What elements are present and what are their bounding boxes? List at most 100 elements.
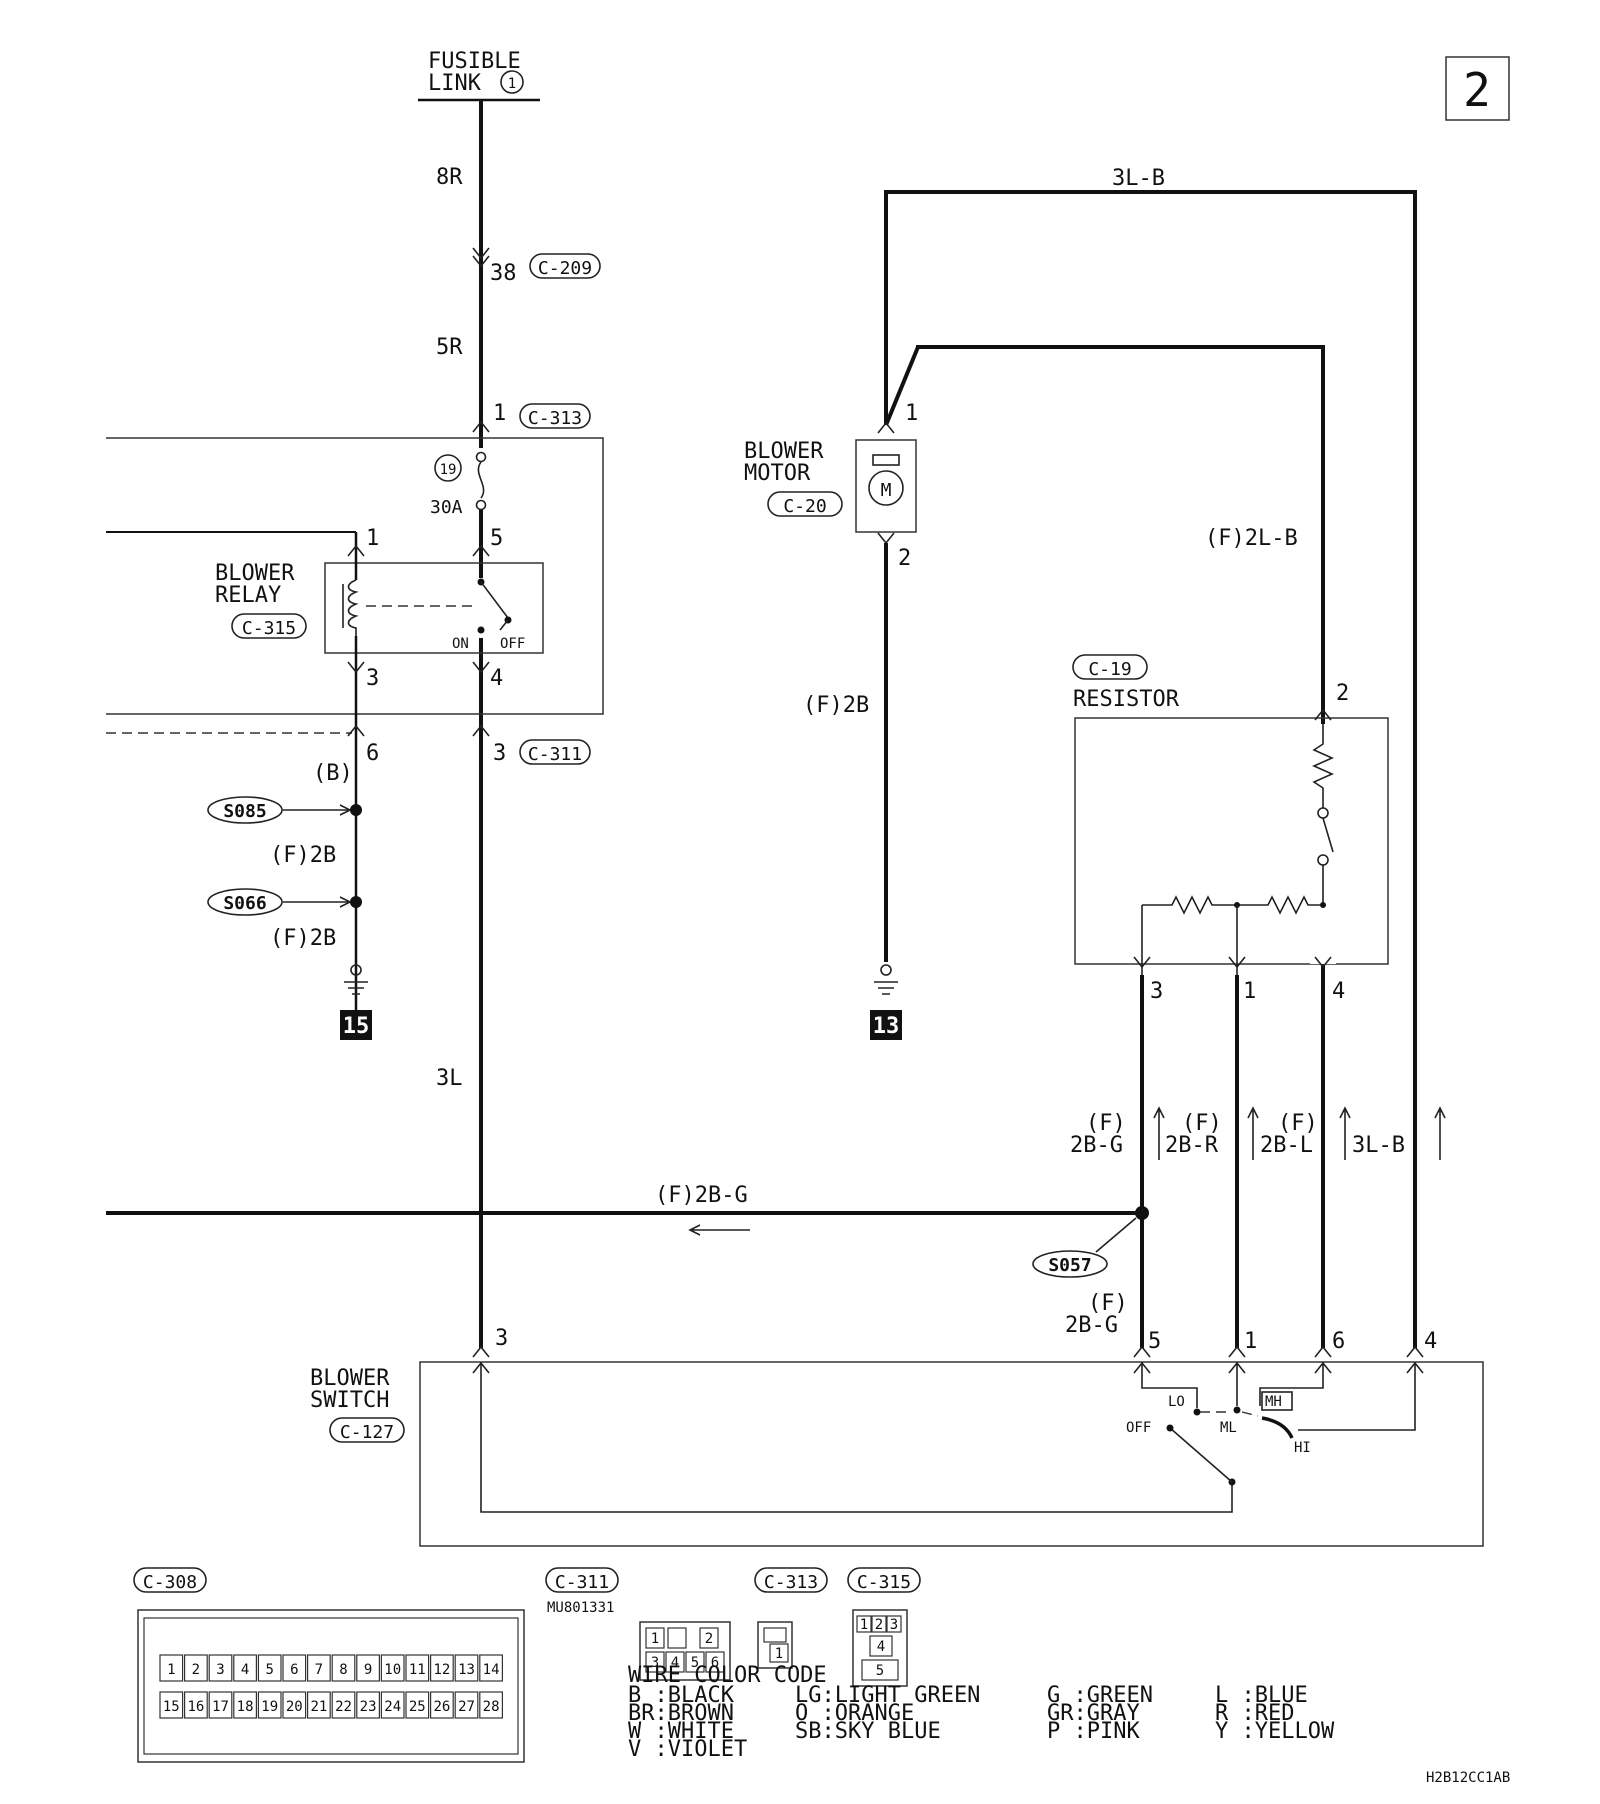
current-arrow-left — [688, 1224, 750, 1236]
c315-pin-label: 4 — [877, 1639, 885, 1655]
connector-tag-c308 — [133, 1567, 207, 1593]
c308-pin-label: 21 — [310, 1699, 327, 1715]
thermal-resistor-icon — [1312, 724, 1334, 808]
connector-c209: C-209 — [538, 258, 592, 279]
blower-motor-label: BLOWER — [744, 439, 824, 464]
ground-terminal-13 — [880, 964, 892, 976]
wire-label-f2br-f: (F) — [1182, 1111, 1222, 1136]
wire-label-f2b-motor: (F)2B — [803, 693, 869, 718]
c308-pin-label: 4 — [241, 1662, 249, 1678]
c311-pin-label: 3 — [651, 1655, 659, 1671]
c308-pin-label: 11 — [409, 1662, 426, 1678]
blower-relay-label: BLOWER — [215, 561, 295, 586]
c313-latch — [763, 1627, 787, 1643]
arrow-c313-1 — [472, 420, 490, 433]
pin-motor-2: 2 — [898, 546, 911, 571]
fusible-link-number-circle — [500, 70, 524, 94]
c313-pin-cell — [769, 1643, 789, 1663]
switch-ml-label: ML — [1220, 1420, 1237, 1436]
c308-pin-cell — [159, 1691, 184, 1719]
wire-label-f2bg-v: 2B-G — [1070, 1133, 1123, 1158]
c315-pin-label: 2 — [875, 1617, 883, 1633]
wire-label-f2bl: 2B-L — [1260, 1133, 1313, 1158]
connector-c313-face: C-313 — [764, 1572, 818, 1593]
c308-pin-cell — [405, 1654, 430, 1682]
c308-pin-cell — [208, 1691, 233, 1719]
switch-contact-lo — [1193, 1408, 1201, 1416]
connector-c308: C-308 — [143, 1572, 197, 1593]
connector-c20: C-20 — [783, 496, 826, 517]
splice-tag-s085 — [207, 796, 283, 824]
c308-pin-label: 18 — [237, 1699, 254, 1715]
relay-contact-on — [477, 626, 485, 634]
pin-sw-1: 1 — [1244, 1329, 1257, 1354]
connector-c311: C-311 — [528, 744, 582, 765]
current-arrow-3 — [1339, 1106, 1351, 1160]
c308-pin-label: 12 — [433, 1662, 450, 1678]
c311-pin-cell — [645, 1651, 665, 1673]
switch-internal-6 — [1259, 1363, 1324, 1406]
c308-pin-label: 7 — [315, 1662, 323, 1678]
blower-switch-label-2: SWITCH — [310, 1388, 389, 1413]
fuse-rating: 30A — [430, 497, 463, 518]
c308-pin-label: 16 — [187, 1699, 204, 1715]
c308-pin-cell — [331, 1654, 356, 1682]
c308-pin-cell — [233, 1654, 258, 1682]
fuse-number: 19 — [440, 462, 457, 478]
wire-motor-top-link — [884, 346, 920, 426]
splice-dot-s066 — [350, 896, 362, 908]
c315-pin-label: 3 — [890, 1617, 898, 1633]
c308-pin-label: 25 — [409, 1699, 426, 1715]
fusible-link-label-2: LINK — [428, 71, 482, 96]
connector-c315: C-315 — [242, 618, 296, 639]
c308-pin-label: 24 — [384, 1699, 401, 1715]
switch-contact-ml — [1233, 1406, 1241, 1414]
c315-pin-cell — [869, 1635, 893, 1657]
relay-coil-icon — [347, 579, 359, 636]
wire-color-code-entry: BR:BROWN — [628, 1701, 734, 1726]
c308-pin-cell — [282, 1654, 307, 1682]
wire-color-code-entry: Y :YELLOW — [1215, 1719, 1335, 1744]
c315-pin-label: 1 — [860, 1617, 868, 1633]
c308-pin-label: 5 — [265, 1662, 273, 1678]
blower-motor-box — [855, 439, 917, 533]
wire-color-code-title: WIRE COLOR CODE — [628, 1663, 827, 1688]
c308-pin-cell — [454, 1691, 479, 1719]
wire-color-code-entry: V :VIOLET — [628, 1737, 747, 1762]
arrow-sw-4 — [1406, 1345, 1424, 1358]
switch-hi-label: HI — [1294, 1440, 1311, 1456]
arrow-motor-2 — [877, 532, 895, 545]
junction-box-outline — [106, 437, 604, 715]
pin-relay-4: 4 — [490, 666, 503, 691]
wire-color-code-entry: G :GREEN — [1047, 1683, 1153, 1708]
c311-pin-label: 2 — [705, 1631, 713, 1647]
c308-pin-label: 9 — [364, 1662, 372, 1678]
arrow-relay-3 — [347, 661, 365, 674]
connector-c315-face: C-315 — [857, 1572, 911, 1593]
wire-color-code-entry: SB:SKY BLUE — [795, 1719, 941, 1744]
c313-pin-label: 1 — [775, 1646, 783, 1662]
c311-pin-label: 1 — [651, 1631, 659, 1647]
pin-res-3: 3 — [1150, 979, 1163, 1004]
relay-on-label: ON — [452, 636, 469, 652]
resistor-box — [1074, 717, 1389, 965]
wire-color-code-entry: P :PINK — [1047, 1719, 1140, 1744]
c308-pin-cell — [307, 1691, 331, 1719]
connector-tag-c311-face — [545, 1567, 619, 1593]
wire-label-f2br: 2B-R — [1165, 1133, 1219, 1158]
connector-tag-c313-face — [754, 1567, 828, 1593]
switch-internal-3 — [480, 1363, 1233, 1513]
c308-pin-label: 17 — [212, 1699, 229, 1715]
c308-pin-cell — [356, 1654, 380, 1682]
c315-pin-cell — [861, 1659, 899, 1681]
switch-dash-2 — [1241, 1411, 1259, 1417]
c311-pin-cell — [699, 1627, 719, 1649]
c308-pin-label: 6 — [290, 1662, 298, 1678]
arrow-relay-1 — [347, 544, 365, 557]
connector-tag-c315-face — [847, 1567, 921, 1593]
splice-tag-s066 — [207, 888, 283, 916]
wire-color-code-entry: LG:LIGHT GREEN — [795, 1683, 980, 1708]
blower-relay-box — [324, 562, 544, 654]
